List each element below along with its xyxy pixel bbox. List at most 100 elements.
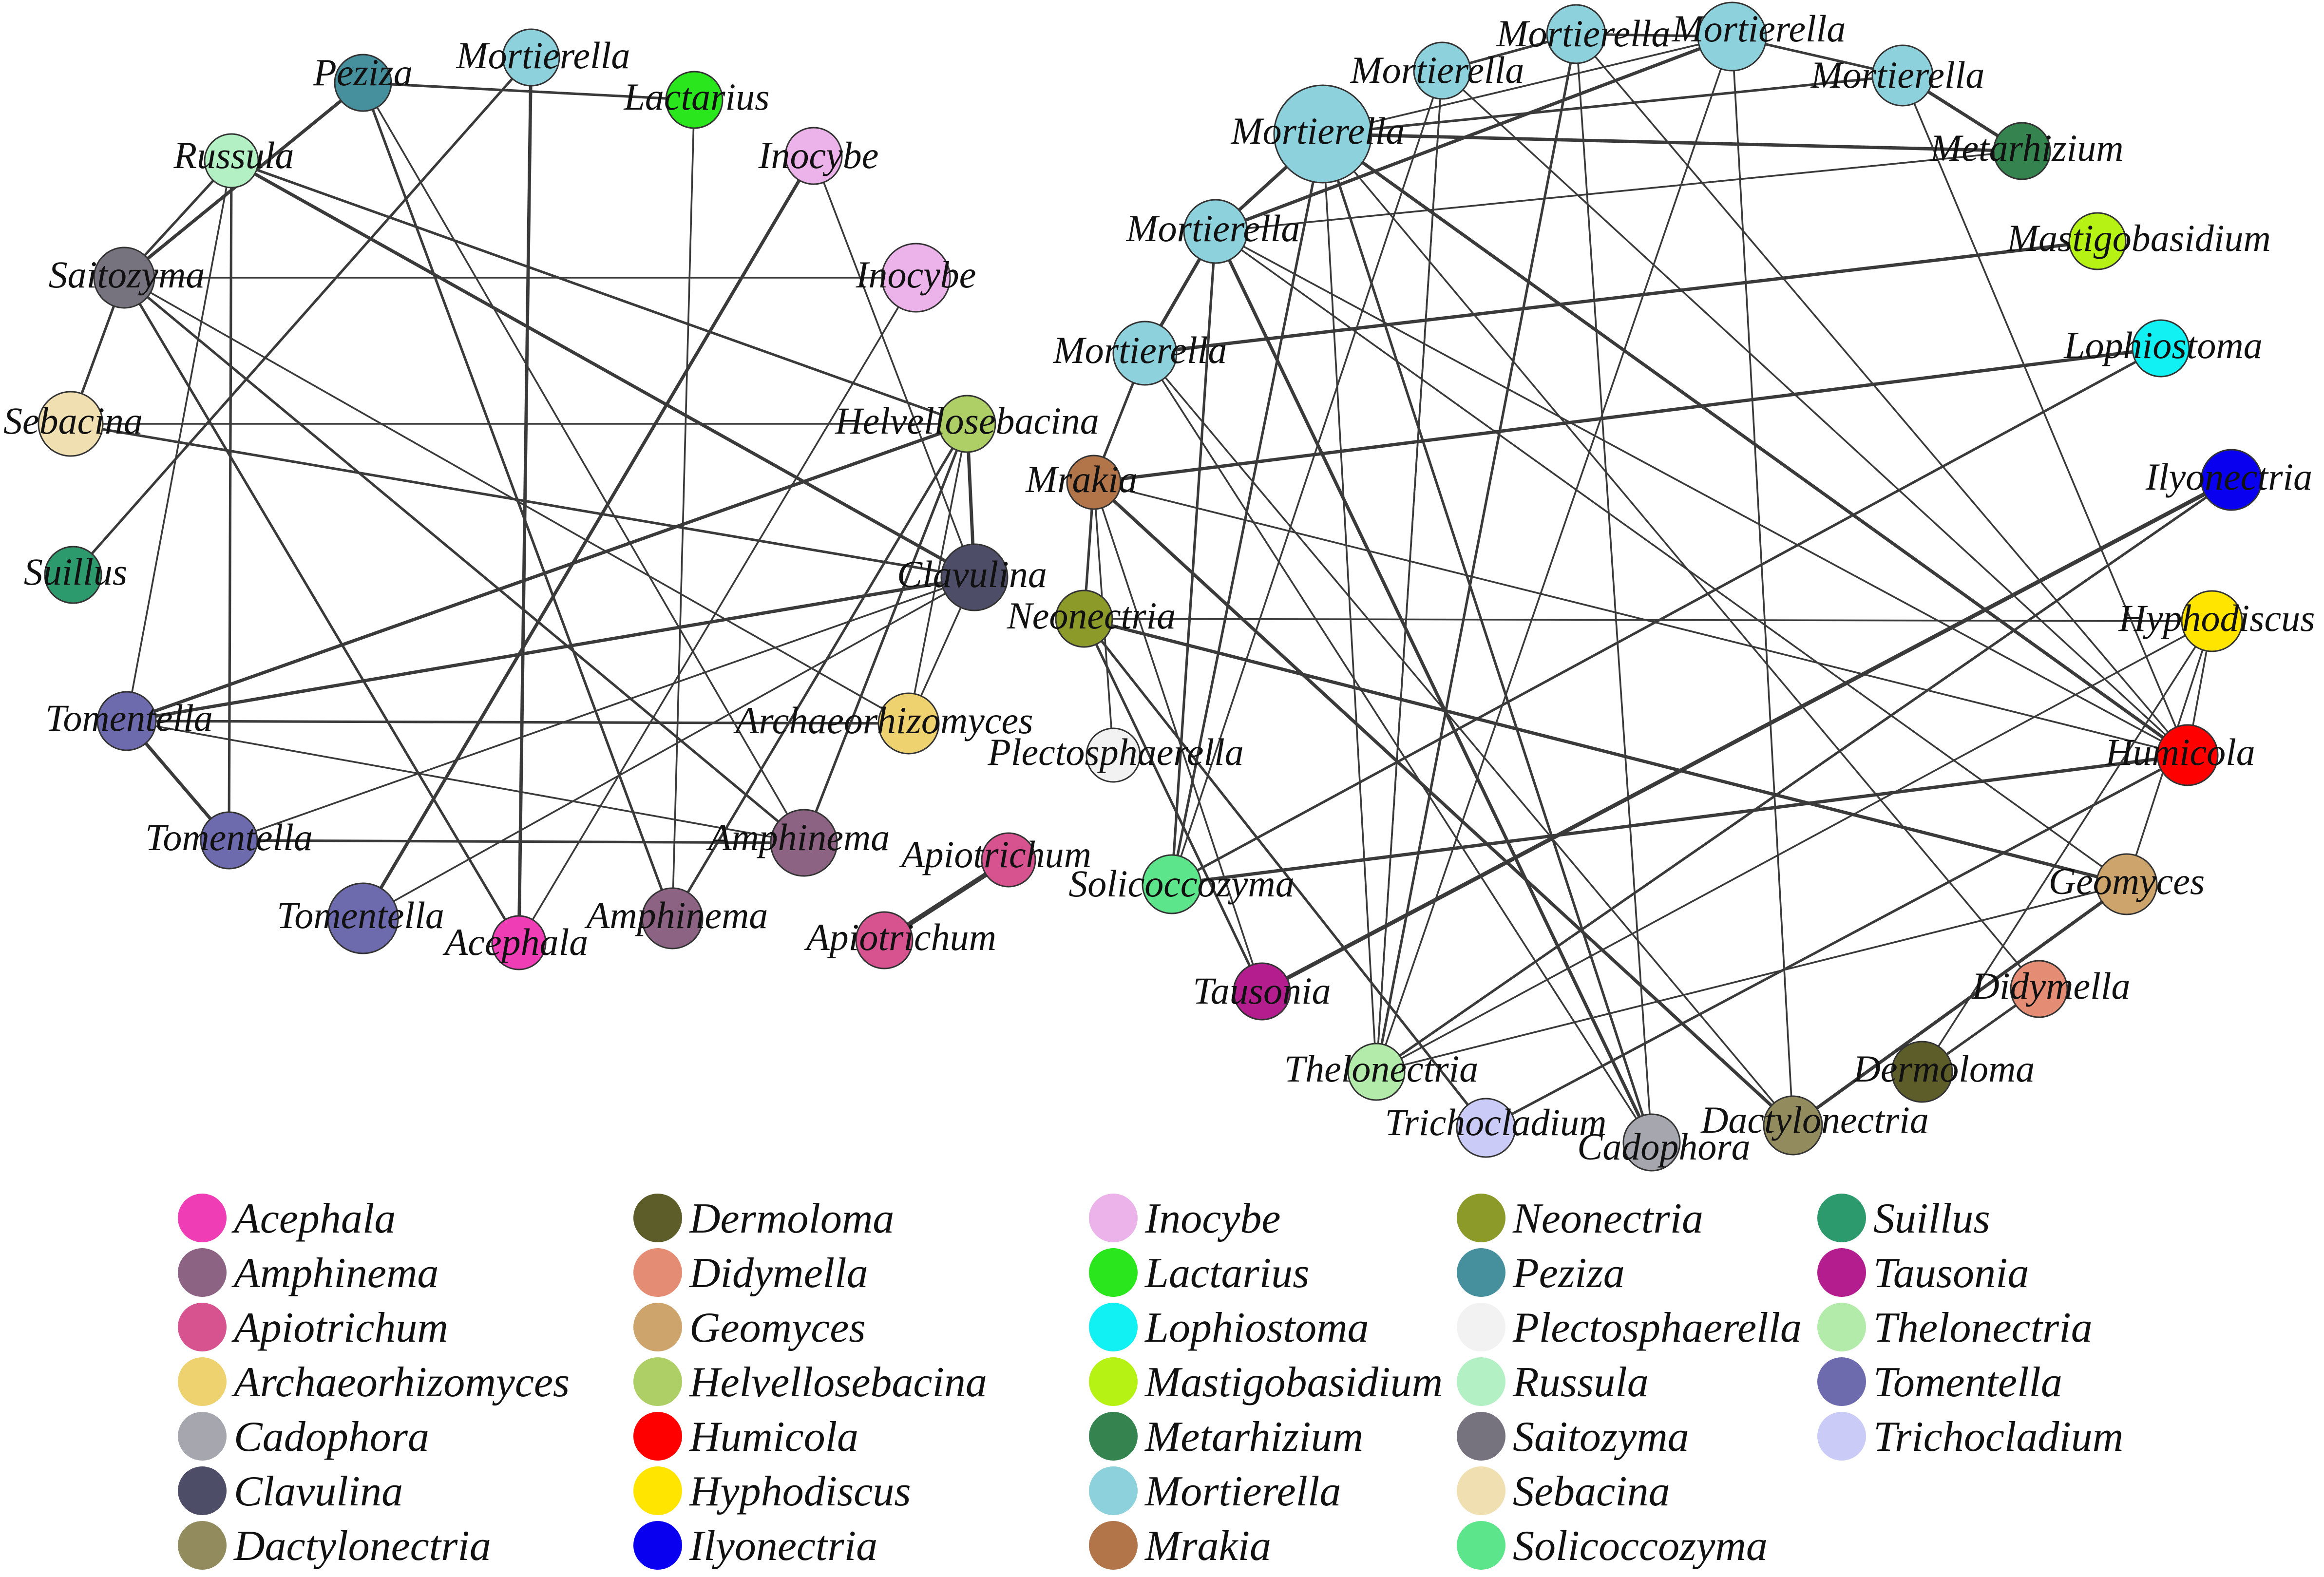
legend-swatch-hyphodiscus (633, 1466, 682, 1515)
edge-R3-R17 (1171, 70, 1443, 885)
edge-L11-L14 (229, 576, 975, 841)
node-label-L2: Mortierella (456, 34, 630, 76)
legend-swatch-tomentella (1817, 1357, 1866, 1406)
edge-R1-R25 (1575, 34, 1653, 1143)
edge-R5-R21 (1322, 133, 1377, 1072)
node-solicoccozyma-R17 (1142, 854, 1202, 914)
edge-L5-L9 (231, 159, 968, 425)
node-acephala-L19 (491, 915, 547, 970)
legend-label-mastigobasidium: Mastigobasidium (1144, 1359, 1443, 1406)
edge-R19-R12 (1261, 478, 2232, 993)
legend-label-sebacina: Sebacina (1513, 1468, 1670, 1515)
node-amphinema-L15 (770, 809, 838, 877)
node-label-L13: Archaeorhizomyces (733, 699, 1033, 741)
legend-label-amphinema: Amphinema (231, 1250, 438, 1297)
edge-R2-R7 (1215, 35, 1733, 233)
legend-label-geomyces: Geomyces (689, 1304, 866, 1351)
node-label-R11: Mrakia (1025, 458, 1138, 500)
node-tomentella-L17 (327, 882, 399, 954)
legend-swatch-ilyonectria (633, 1521, 682, 1570)
node-label-R25: Cadophora (1577, 1125, 1750, 1168)
legend-swatch-geomyces (633, 1303, 682, 1351)
legend-swatch-dactylonectria (178, 1521, 227, 1570)
legend-label-apiotrichum: Apiotrichum (231, 1304, 448, 1351)
node-lactarius-L3 (665, 71, 724, 129)
node-humicola-R16 (2156, 724, 2219, 786)
node-mortierella-R3 (1413, 41, 1471, 100)
node-label-L12: Tomentella (45, 697, 213, 739)
legend-swatch-mastigobasidium (1089, 1357, 1138, 1406)
edge-R5-R20 (1322, 133, 2040, 990)
legend-label-lophiostoma: Lophiostoma (1144, 1304, 1369, 1351)
node-label-R8: Mastigobasidium (2006, 217, 2271, 259)
legend-swatch-inocybe (1089, 1194, 1138, 1242)
node-label-L8: Sebacina (3, 399, 143, 442)
edge-L11-L17 (362, 576, 975, 919)
node-label-R9: Mortierella (1053, 329, 1227, 371)
edge-R24-R18 (1792, 883, 2128, 1127)
legend-label-archaeorhizomyces: Archaeorhizomyces (231, 1359, 570, 1406)
edge-R13-R18 (1084, 617, 2127, 886)
edge-R5-R16 (1322, 133, 2189, 757)
right-network-edges (1083, 33, 2232, 1143)
node-neonectria-R13 (1055, 589, 1113, 648)
node-label-R19: Tausonia (1193, 969, 1331, 1012)
legend-swatch-sebacina (1457, 1466, 1505, 1515)
genus-legend: AcephalaAmphinemaApiotrichumArchaeorhizo… (178, 1194, 2123, 1570)
node-mastigobasidium-R8 (2068, 212, 2127, 270)
legend-label-ilyonectria: Ilyonectria (689, 1522, 877, 1570)
legend-swatch-apiotrichum (178, 1303, 227, 1351)
legend-label-humicola: Humicola (689, 1413, 858, 1461)
node-tomentella-L12 (96, 691, 157, 751)
node-label-L4: Inocybe (758, 134, 879, 176)
node-label-R24: Dactylonectria (1700, 1099, 1929, 1141)
edge-R9-R8 (1144, 239, 2098, 355)
edge-R7-R16 (1215, 230, 2188, 756)
edge-R3-R16 (1441, 70, 2189, 756)
legend-label-mortierella: Mortierella (1144, 1468, 1341, 1515)
legend-label-dermoloma: Dermoloma (689, 1195, 894, 1242)
node-dactylonectria-R24 (1763, 1095, 1823, 1156)
node-label-R16: Humicola (2105, 731, 2255, 773)
edge-R5-R6 (1322, 132, 2022, 153)
edge-L2-L10 (72, 57, 532, 576)
legend-label-inocybe: Inocybe (1144, 1195, 1280, 1242)
edge-R5-R17 (1170, 133, 1324, 885)
legend-label-peziza: Peziza (1512, 1250, 1625, 1297)
node-mortierella-R9 (1112, 321, 1178, 386)
node-mortierella-R4 (1871, 44, 1934, 107)
legend-swatch-suillus (1817, 1194, 1866, 1242)
node-label-L20: Apiotrichum (804, 916, 996, 958)
legend-swatch-trichocladium (1817, 1412, 1866, 1461)
edge-L5-L12 (126, 160, 232, 722)
legend-label-neonectria: Neonectria (1512, 1195, 1703, 1242)
legend-label-hyphodiscus: Hyphodiscus (689, 1468, 911, 1515)
edge-L4-L11 (813, 155, 975, 578)
node-apiotrichum-L16 (981, 832, 1036, 888)
legend-label-dactylonectria: Dactylonectria (233, 1522, 491, 1570)
node-plectosphaerella-R15 (1086, 727, 1141, 783)
edge-L9-L12 (126, 422, 968, 723)
legend-swatch-archaeorhizomyces (178, 1357, 227, 1406)
legend-swatch-metarhizium (1089, 1412, 1138, 1461)
legend-label-metarhizium: Metarhizium (1144, 1413, 1363, 1461)
edge-R7-R18 (1215, 230, 2128, 885)
node-label-R1: Mortierella (1496, 12, 1671, 55)
legend-swatch-mortierella (1089, 1466, 1138, 1515)
edge-R7-R25 (1214, 230, 1654, 1143)
node-label-R6: Metarhizium (1929, 127, 2123, 169)
legend-swatch-cadophora (178, 1412, 227, 1461)
node-label-R18: Geomyces (2049, 860, 2205, 902)
legend-label-russula: Russula (1512, 1359, 1649, 1406)
edge-L8-L11 (70, 422, 975, 579)
legend-swatch-lophiostoma (1089, 1303, 1138, 1351)
left-network-edges (69, 57, 1010, 944)
node-tomentella-L14 (200, 811, 258, 870)
node-suillus-L10 (44, 546, 102, 604)
legend-swatch-lactarius (1089, 1248, 1138, 1297)
node-amphinema-L18 (641, 887, 704, 950)
legend-label-saitozyma: Saitozyma (1513, 1413, 1689, 1461)
node-label-R17: Solicoccozyma (1068, 862, 1295, 905)
